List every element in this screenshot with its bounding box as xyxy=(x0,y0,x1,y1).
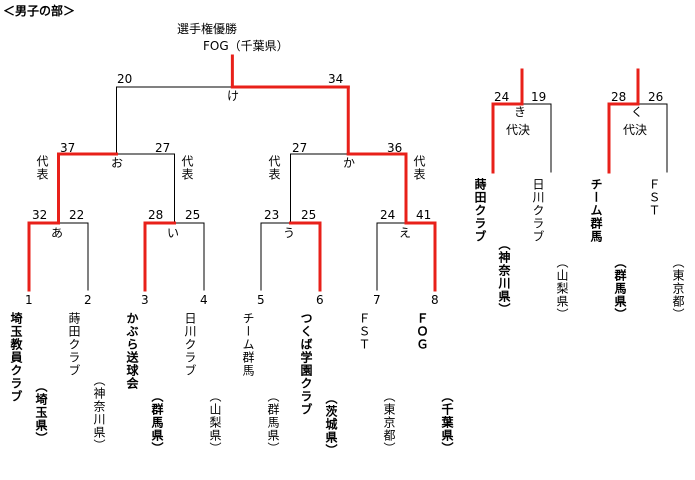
team-7-name: ＦＳＴ xyxy=(357,312,371,351)
playoff-ki-right-score: 19 xyxy=(531,90,547,104)
champion-team: FOG（千葉県） xyxy=(203,39,289,53)
team-6-pref: （茨城県） xyxy=(324,392,338,457)
playoff-ku-type: 代決 xyxy=(623,123,648,137)
team-3-pref: （群馬県） xyxy=(150,390,164,455)
final-right-score: 34 xyxy=(328,72,344,86)
playoff-ki-label: き xyxy=(514,105,527,119)
team-1-number: 1 xyxy=(25,293,33,307)
playoff-ki-left-team: 蒔田クラブ xyxy=(473,178,487,243)
final-match-label: け xyxy=(227,89,240,103)
semi2-right-tag: 代表 xyxy=(412,155,426,181)
semi1-right-score: 27 xyxy=(155,141,171,155)
playoff-ku-right-team: ＦＳＴ xyxy=(647,178,661,217)
team-5-number: 5 xyxy=(257,293,265,307)
r1-u-match-label: う xyxy=(283,226,296,240)
team-7-number: 7 xyxy=(373,293,381,307)
playoff-ku-right-pref: （東京都） xyxy=(671,256,685,321)
semi2-match-label: か xyxy=(343,156,356,170)
team-4-name: 日川クラブ xyxy=(183,312,197,377)
team-5-name: チーム群馬 xyxy=(241,312,255,377)
playoff-ku-right-score: 26 xyxy=(648,90,664,104)
r1-i-match-label: い xyxy=(167,226,180,240)
r1-a-right-score: 22 xyxy=(69,208,85,222)
team-1-name: 埼玉教員クラブ xyxy=(9,312,23,403)
r1-a-left-score: 32 xyxy=(32,208,48,222)
playoff-ku-left-score: 28 xyxy=(611,90,627,104)
playoff-ki-right-team: 日川クラブ xyxy=(531,178,545,243)
playoff-ku-left-team: チーム群馬 xyxy=(589,178,603,243)
playoff-ki-left-pref: （神奈川県） xyxy=(497,238,511,316)
semi1-left-tag: 代表 xyxy=(35,155,49,181)
r1-i-right-score: 25 xyxy=(185,208,201,222)
team-4-number: 4 xyxy=(200,293,208,307)
r1-e-left-score: 24 xyxy=(380,208,396,222)
semi2-right-score: 36 xyxy=(387,141,403,155)
team-8-number: 8 xyxy=(431,293,439,307)
playoff-ki-left-score: 24 xyxy=(494,90,510,104)
r1-u-right-score: 25 xyxy=(301,208,317,222)
semi2-left-tag: 代表 xyxy=(267,155,281,181)
team-7-pref: （東京都） xyxy=(382,390,396,455)
playoff-ku-label: く xyxy=(631,105,644,119)
team-5-pref: （群馬県） xyxy=(266,390,280,455)
team-2-pref: （神奈川県） xyxy=(92,374,106,452)
team-6-number: 6 xyxy=(316,293,324,307)
playoff-ki-right-pref: （山梨県） xyxy=(555,256,569,321)
team-8-name: ＦＯＧ xyxy=(415,312,429,351)
champion-title: 選手権優勝 xyxy=(177,22,238,36)
r1-e-match-label: え xyxy=(399,226,412,240)
semi1-left-score: 37 xyxy=(60,141,76,155)
team-2-name: 蒔田クラブ xyxy=(67,312,81,377)
team-3-name: かぶら送球会 xyxy=(125,312,139,390)
semi1-match-label: お xyxy=(111,156,124,170)
team-8-pref: （千葉県） xyxy=(440,390,454,455)
playoff-ki-type: 代決 xyxy=(506,123,531,137)
team-6-name: つくば学園クラブ xyxy=(299,312,313,416)
r1-u-left-score: 23 xyxy=(264,208,280,222)
playoff-ku-left-pref: （群馬県） xyxy=(613,256,627,321)
r1-e-right-score: 41 xyxy=(416,208,432,222)
team-3-number: 3 xyxy=(141,293,149,307)
team-2-number: 2 xyxy=(84,293,92,307)
r1-i-left-score: 28 xyxy=(148,208,164,222)
semi1-right-tag: 代表 xyxy=(180,155,194,181)
semi2-left-score: 27 xyxy=(292,141,308,155)
team-4-pref: （山梨県） xyxy=(208,390,222,455)
team-1-pref: （埼玉県） xyxy=(34,380,48,445)
final-left-score: 20 xyxy=(117,72,133,86)
division-label: ＜男子の部＞ xyxy=(3,4,76,18)
r1-a-match-label: あ xyxy=(51,226,64,240)
